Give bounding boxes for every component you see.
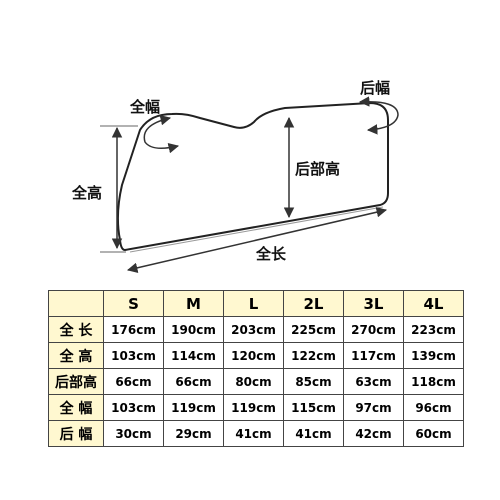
table-cell: 103cm [103,342,164,369]
cover-shape-svg [100,96,399,273]
table-cell: 139cm [403,342,464,369]
column-header-l: L [223,290,284,317]
column-header-m: M [163,290,224,317]
row-label: 后 幅 [48,420,104,447]
table-cell: 122cm [283,342,344,369]
table-cell: 120cm [223,342,284,369]
full-width-arrow [143,115,180,154]
table-cell: 103cm [103,394,164,421]
cover-diagram: 全幅 后幅 全高 后部高 全长 [72,79,399,273]
table-cell: 30cm [103,420,164,447]
table-cell: 117cm [343,342,404,369]
row-label: 全 高 [48,342,104,369]
table-cell: 80cm [223,368,284,395]
label-rear-width: 后幅 [360,79,391,97]
row-label: 后部高 [48,368,104,395]
table-cell: 97cm [343,394,404,421]
table-cell: 41cm [283,420,344,447]
label-rear-height: 后部高 [295,160,341,178]
table-cell: 119cm [163,394,224,421]
row-label: 全 幅 [48,394,104,421]
label-full-length: 全长 [256,245,287,263]
full-length-arrow [126,207,388,273]
column-header-2l: 2L [283,290,344,317]
table-cell: 66cm [163,368,224,395]
table-cell: 29cm [163,420,224,447]
row-label: 全 长 [48,316,104,343]
table-cell: 119cm [223,394,284,421]
table-cell: 42cm [343,420,404,447]
table-cell: 85cm [283,368,344,395]
table-cell: 203cm [223,316,284,343]
table-cell: 114cm [163,342,224,369]
table-cell: 225cm [283,316,344,343]
table-header-row: S M L 2L 3L 4L [48,290,464,317]
label-full-width: 全幅 [130,98,161,116]
column-header-3l: 3L [343,290,404,317]
column-header-s: S [103,290,164,317]
table-cell: 190cm [163,316,224,343]
table-corner [48,290,104,317]
table-cell: 115cm [283,394,344,421]
table-cell: 41cm [223,420,284,447]
cover-outline [116,101,389,252]
table-cell: 118cm [403,368,464,395]
label-full-height: 全高 [72,184,103,202]
table-cell: 66cm [103,368,164,395]
column-header-4l: 4L [403,290,464,317]
table-cell: 270cm [343,316,404,343]
table-cell: 63cm [343,368,404,395]
table-cell: 176cm [103,316,164,343]
table-cell: 96cm [403,394,464,421]
rear-width-arrow [358,96,399,135]
table-cell: 223cm [403,316,464,343]
table-cell: 60cm [403,420,464,447]
